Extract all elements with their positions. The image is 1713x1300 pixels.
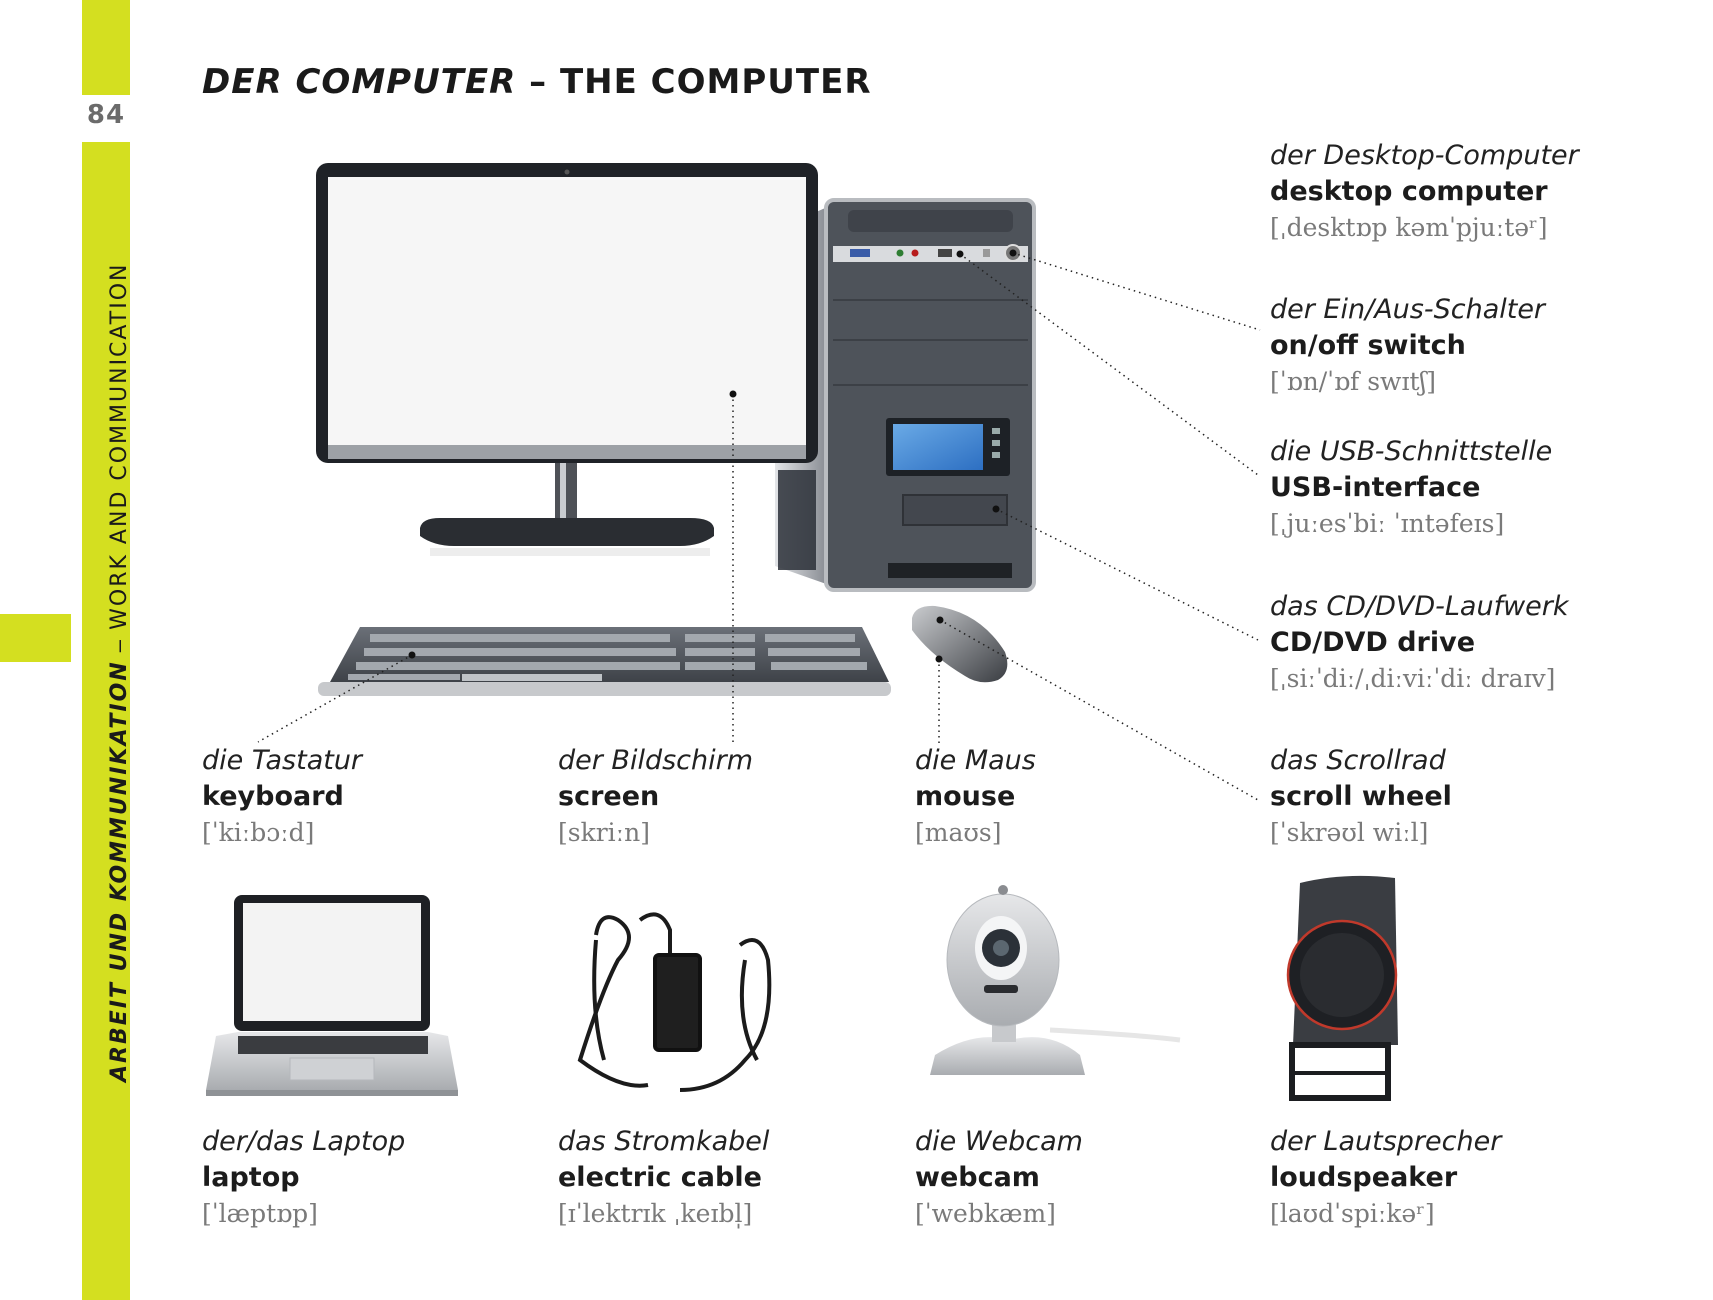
term-ipa: [ˌjuːesˈbiː ˈɪntəfeɪs] — [1270, 509, 1505, 538]
label-screen: der Bildschirm screen [skriːn] — [558, 743, 753, 851]
term-de: der Lautsprecher — [1270, 1126, 1502, 1157]
term-en: on/off switch — [1270, 330, 1466, 361]
term-de: die Webcam — [915, 1126, 1083, 1157]
electric-cable-image — [577, 912, 772, 1092]
label-on-off-switch: der Ein/Aus-Schalter on/off switch [ˈɒn/… — [1270, 292, 1545, 400]
term-ipa: [ˈwebkæm] — [915, 1199, 1056, 1228]
page-title: DER COMPUTER – THE COMPUTER — [202, 62, 872, 102]
label-keyboard: die Tastatur keyboard [ˈkiːbɔːd] — [202, 743, 362, 851]
label-desktop-computer: der Desktop-Computer desktop computer [ˌ… — [1270, 138, 1579, 246]
leader-lines — [257, 252, 1261, 801]
term-ipa: [ˈskrəʊl wiːl] — [1270, 818, 1429, 847]
term-en: CD/DVD drive — [1270, 627, 1476, 658]
term-de: die USB-Schnittstelle — [1270, 436, 1553, 467]
label-scroll-wheel: das Scrollrad scroll wheel [ˈskrəʊl wiːl… — [1270, 743, 1452, 851]
label-mouse: die Maus mouse [maʊs] — [915, 743, 1036, 851]
term-ipa: [ˈɒn/ˈɒf swɪtʃ] — [1270, 367, 1437, 396]
term-ipa: [maʊs] — [915, 818, 1002, 847]
chapter-tab-marker — [0, 614, 71, 662]
leader-dots — [408, 249, 1017, 663]
loudspeaker-image — [1286, 875, 1398, 1101]
term-en: USB-interface — [1270, 472, 1481, 503]
term-en: keyboard — [202, 781, 344, 812]
term-de: der Ein/Aus-Schalter — [1270, 294, 1546, 325]
label-cd-dvd-drive: das CD/DVD-Laufwerk CD/DVD drive [ˌsiːˈd… — [1270, 589, 1569, 697]
term-en: desktop computer — [1270, 176, 1548, 207]
term-ipa: [ˈlæptɒp] — [202, 1199, 318, 1228]
term-en: mouse — [915, 781, 1016, 812]
page-title-de: DER COMPUTER — [202, 62, 517, 102]
term-en: laptop — [202, 1162, 300, 1193]
term-en: electric cable — [558, 1162, 762, 1193]
term-en: screen — [558, 781, 660, 812]
webcam-image — [930, 885, 1181, 1075]
page-title-separator: – — [516, 62, 560, 102]
mouse — [912, 605, 1008, 683]
term-de: das Stromkabel — [558, 1126, 770, 1157]
term-de: der Desktop-Computer — [1270, 140, 1579, 171]
term-en: webcam — [915, 1162, 1040, 1193]
term-ipa: [ɪˈlektrɪk ˌkeɪbl̩] — [558, 1199, 753, 1228]
label-laptop: der/das Laptop laptop [ˈlæptɒp] — [202, 1124, 405, 1232]
label-electric-cable: das Stromkabel electric cable [ɪˈlektrɪk… — [558, 1124, 769, 1232]
page-title-en: THE COMPUTER — [559, 62, 872, 102]
term-ipa: [ˌdesktɒp kəmˈpjuːtəʳ] — [1270, 213, 1548, 242]
term-de: die Maus — [915, 745, 1036, 776]
monitor — [316, 163, 818, 556]
term-de: das Scrollrad — [1270, 745, 1446, 776]
term-ipa: [ˈkiːbɔːd] — [202, 818, 315, 847]
term-de: die Tastatur — [202, 745, 363, 776]
label-loudspeaker: der Lautsprecher loudspeaker [laʊdˈspiːk… — [1270, 1124, 1501, 1232]
term-en: scroll wheel — [1270, 781, 1452, 812]
term-de: das CD/DVD-Laufwerk — [1270, 591, 1569, 622]
term-ipa: [laʊdˈspiːkəʳ] — [1270, 1199, 1435, 1228]
term-ipa: [skriːn] — [558, 818, 650, 847]
sidebar-accent-bar — [82, 142, 130, 1300]
keyboard — [318, 627, 891, 696]
sidebar-accent-top — [82, 0, 130, 95]
term-de: der/das Laptop — [202, 1126, 406, 1157]
label-usb-interface: die USB-Schnittstelle USB-interface [ˌju… — [1270, 434, 1552, 542]
laptop-image — [206, 895, 458, 1096]
term-en: loudspeaker — [1270, 1162, 1458, 1193]
label-webcam: die Webcam webcam [ˈwebkæm] — [915, 1124, 1083, 1232]
term-de: der Bildschirm — [558, 745, 754, 776]
page-number: 84 — [86, 100, 126, 130]
term-ipa: [ˌsiːˈdiː/ˌdiːviːˈdiː draɪv] — [1270, 664, 1556, 693]
